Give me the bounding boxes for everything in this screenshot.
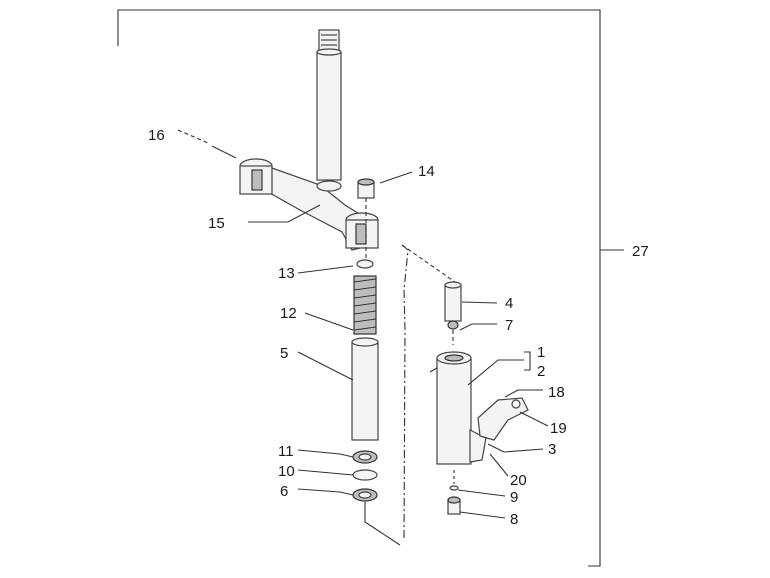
- ring-13: [356, 259, 374, 269]
- callout-18: 18: [548, 384, 565, 401]
- callout-11: 11: [278, 443, 294, 460]
- washers: [352, 450, 401, 546]
- callout-27: 27: [632, 243, 649, 260]
- callout-8: 8: [510, 511, 518, 528]
- axis-lines: [401, 244, 456, 541]
- callout-9: 9: [510, 489, 518, 506]
- callout-13: 13: [278, 265, 295, 282]
- spring-12: [353, 275, 377, 335]
- assembly-frame: [117, 9, 624, 567]
- callout-19: 19: [550, 420, 567, 437]
- bracket-18: [477, 397, 533, 441]
- fork-tube-5: [351, 337, 379, 441]
- callout-14: 14: [418, 163, 435, 180]
- lower-leg: [429, 351, 487, 465]
- screw-3: [487, 443, 505, 453]
- leader-lines: [248, 171, 549, 519]
- callout-20: 20: [510, 472, 527, 489]
- bolt-16: [177, 129, 237, 159]
- triple-clamp: [239, 158, 379, 251]
- callout-12: 12: [280, 305, 297, 322]
- callout-7: 7: [505, 317, 513, 334]
- callout-10: 10: [278, 463, 295, 480]
- damper-rod-4: [444, 281, 462, 345]
- callout-15: 15: [208, 215, 225, 232]
- callout-2: 2: [537, 363, 545, 380]
- callout-4: 4: [505, 295, 513, 312]
- callout-3: 3: [548, 441, 556, 458]
- callout-labels: 16 14 15 27 13 12 5 4 7 1 2 18 19 3 20 1…: [148, 127, 649, 528]
- callout-6: 6: [280, 483, 288, 500]
- cap-14: [357, 178, 375, 258]
- callout-5: 5: [280, 345, 288, 362]
- callout-1: 1: [537, 344, 545, 361]
- bolt-8: [447, 470, 461, 515]
- callout-16: 16: [148, 127, 165, 144]
- steering-stem: [316, 29, 342, 181]
